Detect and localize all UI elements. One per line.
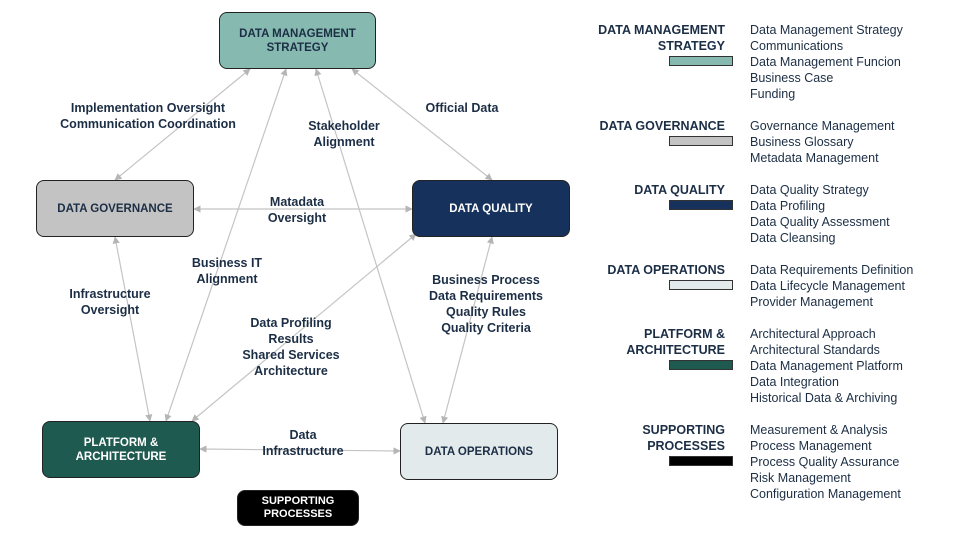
legend-item: Architectural Approach — [750, 327, 876, 341]
legend-item: Business Glossary — [750, 135, 854, 149]
legend-item-list: Data Quality Strategy Data Profiling Dat… — [750, 182, 890, 246]
edge-label-line: Data Profiling — [250, 316, 332, 330]
legend-item: Data Management Funcion — [750, 55, 901, 69]
node-data-governance[interactable]: DATA GOVERNANCE — [36, 180, 194, 237]
edge-label-line: Business IT — [191, 256, 263, 270]
edge-quality-operations — [441, 236, 494, 424]
legend-title: DATA OPERATIONS — [607, 263, 725, 277]
legend-item: Historical Data & Archiving — [750, 391, 898, 405]
legend-item: Communications — [750, 39, 844, 53]
legend-row-supporting: SUPPORTING PROCESSES Measurement & Analy… — [590, 422, 950, 504]
legend-item: Governance Management — [750, 119, 895, 133]
edge-quality-platform — [191, 233, 417, 422]
legend-title: DATA GOVERNANCE — [599, 119, 725, 133]
legend-item: Data Lifecycle Management — [750, 279, 905, 293]
edge-label-metadata-oversight: Matadata Oversight — [237, 194, 357, 226]
node-data-management-strategy[interactable]: DATA MANAGEMENT STRATEGY — [219, 12, 376, 69]
legend-row-quality: DATA QUALITY Data Quality Strategy Data … — [590, 182, 950, 248]
legend-item: Data Management Strategy — [750, 23, 903, 37]
edge-label-infrastructure-oversight: Infrastructure Oversight — [50, 286, 170, 318]
edge-label-line: Architecture — [254, 364, 328, 378]
legend-item: Data Management Platform — [750, 359, 903, 373]
edge-label-line: Data Requirements — [429, 289, 543, 303]
legend-item: Data Cleansing — [750, 231, 836, 245]
edge-label-data-infrastructure: Data Infrastructure — [243, 427, 363, 459]
node-label: DATA OPERATIONS — [424, 445, 534, 458]
edge-label-line: Quality Criteria — [441, 321, 531, 335]
edge-label-line: Business Process — [432, 273, 540, 287]
edge-label-implementation-oversight: Implementation Oversight Communication C… — [48, 100, 248, 132]
legend-swatch — [669, 456, 733, 466]
edge-platform-operations — [199, 445, 401, 455]
legend-item: Data Quality Strategy — [750, 183, 869, 197]
edge-label-line: Alignment — [196, 272, 258, 286]
node-label: DATA MANAGEMENT STRATEGY — [239, 27, 356, 54]
edge-label-stakeholder-alignment: Stakeholder Alignment — [284, 118, 404, 150]
edge-label-line: Official Data — [425, 101, 499, 115]
edge-label-line: Implementation Oversight — [70, 101, 226, 115]
legend-title: DATA QUALITY — [634, 183, 725, 197]
edge-label-line: Infrastructure — [262, 444, 344, 458]
legend-title: SUPPORTING PROCESSES — [642, 423, 725, 453]
legend-item: Architectural Standards — [750, 343, 880, 357]
legend-swatch — [669, 200, 733, 210]
edge-label-line: Communication Coordination — [60, 117, 236, 131]
legend-item-list: Governance Management Business Glossary … — [750, 118, 895, 166]
legend-row-governance: DATA GOVERNANCE Governance Management Bu… — [590, 118, 950, 168]
legend-title: DATA MANAGEMENT STRATEGY — [598, 23, 725, 53]
edge-governance-platform — [112, 236, 153, 422]
edge-label-official-data: Official Data — [402, 100, 522, 116]
legend-item: Data Quality Assessment — [750, 215, 890, 229]
legend-item: Business Case — [750, 71, 834, 85]
node-label: SUPPORTING PROCESSES — [261, 495, 335, 520]
edge-label-line: Results — [268, 332, 314, 346]
node-data-quality[interactable]: DATA QUALITY — [412, 180, 570, 237]
node-label: DATA GOVERNANCE — [57, 202, 173, 215]
legend-item: Funding — [750, 87, 796, 101]
edge-label-line: Shared Services — [242, 348, 340, 362]
edge-label-line: Quality Rules — [446, 305, 526, 319]
legend-item-list: Data Requirements Definition Data Lifecy… — [750, 262, 913, 310]
edge-label-line: Oversight — [267, 211, 327, 225]
edge-label-business-process: Business Process Data Requirements Quali… — [416, 272, 556, 336]
legend-item: Data Integration — [750, 375, 839, 389]
legend-row-platform: PLATFORM & ARCHITECTURE Architectural Ap… — [590, 326, 950, 408]
edge-label-line: Data — [289, 428, 317, 442]
edge-label-line: Alignment — [313, 135, 375, 149]
node-supporting-processes[interactable]: SUPPORTING PROCESSES — [237, 490, 359, 526]
legend-item: Data Requirements Definition — [750, 263, 914, 277]
node-label: DATA QUALITY — [449, 202, 533, 215]
edge-label-line: Matadata — [269, 195, 325, 209]
edge-label-line: Infrastructure — [69, 287, 151, 301]
legend-item-list: Data Management Strategy Communications … — [750, 22, 903, 102]
legend-swatch — [669, 56, 733, 66]
legend-row-strategy: DATA MANAGEMENT STRATEGY Data Management… — [590, 22, 950, 112]
legend-item: Process Quality Assurance — [750, 455, 900, 469]
legend-item: Configuration Management — [750, 487, 901, 501]
legend-item-list: Measurement & Analysis Process Managemen… — [750, 422, 901, 502]
legend-item: Metadata Management — [750, 151, 879, 165]
legend-item: Measurement & Analysis — [750, 423, 888, 437]
node-platform-architecture[interactable]: PLATFORM & ARCHITECTURE — [42, 421, 200, 478]
node-data-operations[interactable]: DATA OPERATIONS — [400, 423, 558, 480]
legend-title: PLATFORM & ARCHITECTURE — [626, 327, 725, 357]
legend-row-operations: DATA OPERATIONS Data Requirements Defini… — [590, 262, 950, 312]
legend-item: Process Management — [750, 439, 872, 453]
node-label: PLATFORM & ARCHITECTURE — [75, 436, 167, 463]
legend-item: Data Profiling — [750, 199, 826, 213]
legend-item: Provider Management — [750, 295, 873, 309]
edge-label-line: Oversight — [80, 303, 140, 317]
edge-label-line: Stakeholder — [308, 119, 380, 133]
legend-swatch — [669, 360, 733, 370]
edge-label-business-it-alignment: Business IT Alignment — [167, 255, 287, 287]
legend-item-list: Architectural Approach Architectural Sta… — [750, 326, 903, 406]
edge-label-data-profiling: Data Profiling Results Shared Services A… — [221, 315, 361, 379]
legend-swatch — [669, 136, 733, 146]
legend-item: Risk Management — [750, 471, 851, 485]
legend-swatch — [669, 280, 733, 290]
